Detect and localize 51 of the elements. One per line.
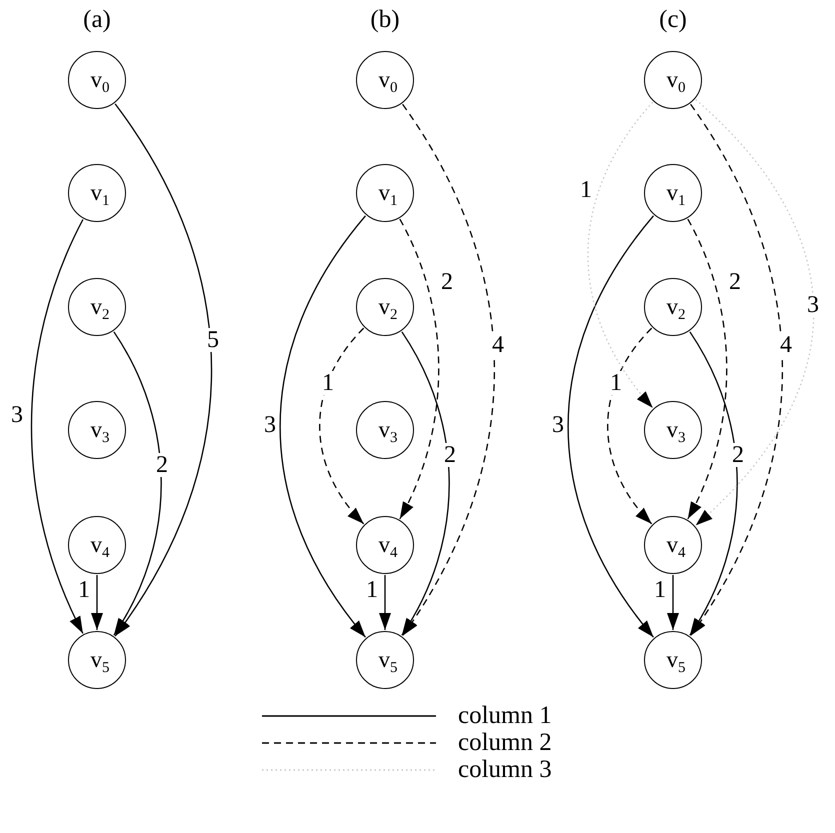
edge-label: 1 [321,371,335,395]
arrow [30,219,84,634]
edge-label: 1 [609,371,623,395]
vertex-circle: v$_{0}$ [356,51,414,109]
panel-label: (a) [83,6,111,34]
arrow [402,104,495,636]
edge-label: 2 [731,443,745,467]
arrow [689,331,738,636]
edge-label: 4 [779,333,793,357]
vertex-circle: v$_{1}$ [644,164,702,222]
panel-label: (b) [370,6,400,34]
vertex-circle: v$_{3}$ [356,401,414,459]
arrow [587,102,654,408]
edge-label: 3 [806,293,820,317]
arrow [114,104,212,636]
legend-text: column 3 [458,756,552,784]
arrow [401,331,450,636]
arrow [319,328,364,524]
arrow [280,215,366,638]
arrow [568,215,654,638]
vertex-circle: v$_{1}$ [68,164,126,222]
arrow [399,218,440,520]
vertex-circle: v$_{5}$ [356,631,414,689]
vertex-circle: v$_{4}$ [68,516,126,574]
vertex-circle: v$_{2}$ [644,278,702,336]
edge-label: 4 [491,333,505,357]
vertex-circle: v$_{2}$ [68,278,126,336]
arrow [113,331,162,636]
vertex-circle: v$_{5}$ [644,631,702,689]
vertex-circle: v$_{5}$ [68,631,126,689]
vertex-circle: v$_{4}$ [356,516,414,574]
edge-label: 2 [443,443,457,467]
vertex-circle: v$_{2}$ [356,278,414,336]
arrow [91,575,103,630]
arrow [690,104,783,636]
legend-text: column 2 [458,728,552,756]
edge-label: 2 [155,453,169,477]
arrow [667,575,679,630]
arrow [607,328,652,524]
edge-label: 5 [206,328,220,352]
vertex-circle: v$_{3}$ [68,401,126,459]
arrow [379,575,391,630]
arrow [695,99,814,526]
arrow [687,218,728,520]
vertex-circle: v$_{4}$ [644,516,702,574]
vertex-circle: v$_{1}$ [356,164,414,222]
vertex-circle: v$_{0}$ [644,51,702,109]
legend-text: column 1 [458,702,552,730]
vertex-circle: v$_{3}$ [644,401,702,459]
vertex-circle: v$_{0}$ [68,51,126,109]
panel-label: (c) [659,6,687,34]
